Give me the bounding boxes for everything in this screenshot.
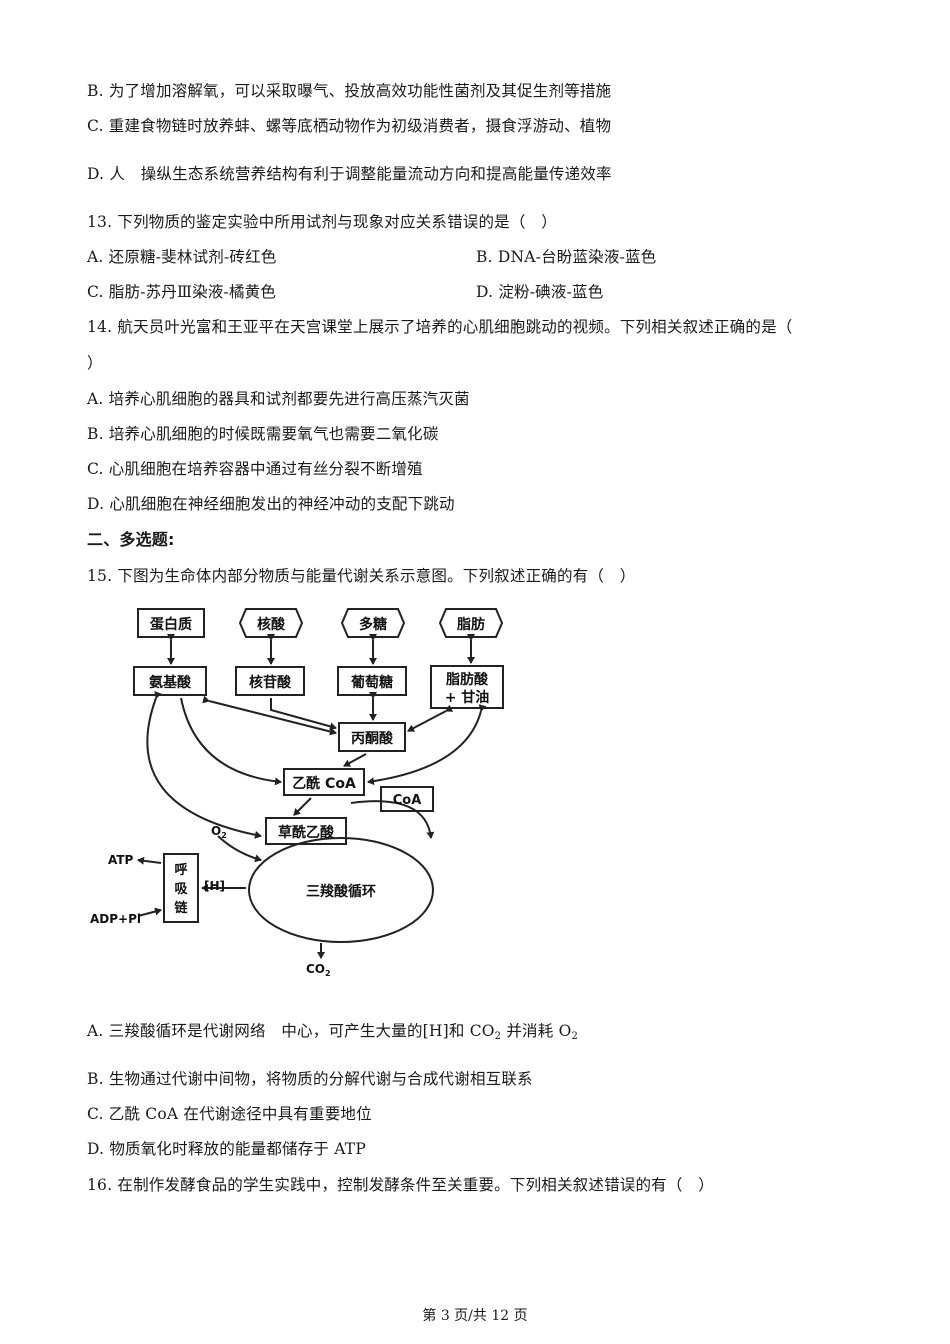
label-nucleic-acid: 核酸 [257, 616, 286, 633]
q12-option-d: D. 人 操纵生态系统营养结构有利于调整能量流动方向和提高能量传递效率 [87, 165, 612, 183]
box-coa [380, 786, 434, 812]
box-acetyl-coa [283, 768, 365, 796]
label-resp-3: 链 [173, 900, 188, 916]
q14-option-a: A. 培养心肌细胞的器具和试剂都要先进行高压蒸汽灭菌 [87, 390, 470, 408]
q14-option-b: B. 培养心肌细胞的时候既需要氧气也需要二氧化碳 [87, 425, 439, 443]
section-heading: 二、多选题: [87, 530, 175, 549]
label-pyruvate: 丙酮酸 [351, 730, 394, 747]
tca-cycle-loop [248, 837, 434, 943]
label-resp-2: 吸 [174, 882, 188, 897]
box-polysaccharide [340, 608, 406, 638]
label-nucleotide: 核苷酸 [249, 674, 292, 691]
q14-stem-cont: ） [87, 354, 103, 372]
label-co2: CO2 [306, 962, 331, 978]
q14-option-c: C. 心肌细胞在培养容器中通过有丝分裂不断增殖 [87, 460, 423, 478]
q14-option-d: D. 心肌细胞在神经细胞发出的神经冲动的支配下跳动 [87, 495, 455, 513]
metabolism-diagram: 蛋白质 核酸 多糖 脂肪 氨基酸 核苷酸 葡萄糖 脂肪酸 + 甘油 丙酮酸 乙酰… [90, 608, 504, 978]
box-respiratory-chain [163, 853, 199, 923]
label-fatty-acid: 脂肪酸 [445, 671, 489, 688]
q13-option-c: C. 脂肪-苏丹Ⅲ染液-橘黄色 [87, 283, 277, 301]
q13-option-a: A. 还原糖-斐林试剂-砖红色 [87, 248, 277, 266]
label-glucose: 葡萄糖 [350, 674, 393, 691]
q16-stem: 16. 在制作发酵食品的学生实践中，控制发酵条件至关重要。下列相关叙述错误的有（… [87, 1176, 714, 1194]
label-fat: 脂肪 [456, 616, 485, 633]
label-coa: CoA [393, 793, 422, 808]
label-protein: 蛋白质 [150, 616, 192, 633]
q13-option-d: D. 淀粉-碘液-蓝色 [476, 283, 604, 301]
q15-option-c: C. 乙酰 CoA 在代谢途径中具有重要地位 [87, 1105, 372, 1123]
label-resp-1: 呼 [174, 862, 187, 878]
label-tca: 三羧酸循环 [306, 883, 376, 900]
q15-stem: 15. 下图为生命体内部分物质与能量代谢关系示意图。下列叙述正确的有（ ） [87, 567, 636, 585]
label-polysaccharide: 多糖 [359, 616, 387, 633]
label-oxaloacetate: 草酰乙酸 [278, 824, 335, 841]
q15-option-b: B. 生物通过代谢中间物，将物质的分解代谢与合成代谢相互联系 [87, 1070, 533, 1088]
label-h: [H] [204, 879, 225, 893]
q14-stem: 14. 航天员叶光富和王亚平在天宫课堂上展示了培养的心肌细胞跳动的视频。下列相关… [87, 318, 793, 336]
box-nucleic-acid [238, 608, 304, 638]
label-acetyl-coa: 乙酰 CoA [292, 775, 356, 792]
page-footer: 第 3 页/共 12 页 [422, 1308, 528, 1324]
q12-option-c: C. 重建食物链时放养蚌、螺等底栖动物作为初级消费者，摄食浮游动、植物 [87, 117, 612, 135]
label-o2: O2 [211, 824, 227, 840]
label-glycerol: + 甘油 [445, 689, 490, 706]
q15-option-d: D. 物质氧化时释放的能量都储存于 ATP [87, 1140, 366, 1158]
label-adp: ADP+Pi [90, 912, 141, 926]
box-oxaloacetate [265, 817, 347, 845]
q13-option-b: B. DNA-台盼蓝染液-蓝色 [476, 248, 657, 266]
q12-option-b: B. 为了增加溶解氧，可以采取曝气、投放高效功能性菌剂及其促生剂等措施 [87, 82, 612, 100]
box-nucleotide [235, 666, 305, 696]
label-amino-acid: 氨基酸 [149, 674, 192, 691]
q15-option-a: A. 三羧酸循环是代谢网络 中心，可产生大量的[H]和 CO2 并消耗 O2 [87, 1022, 579, 1042]
box-fat [438, 608, 504, 638]
label-atp: ATP [108, 853, 134, 867]
q13-stem: 13. 下列物质的鉴定实验中所用试剂与现象对应关系错误的是（ ） [87, 213, 557, 231]
